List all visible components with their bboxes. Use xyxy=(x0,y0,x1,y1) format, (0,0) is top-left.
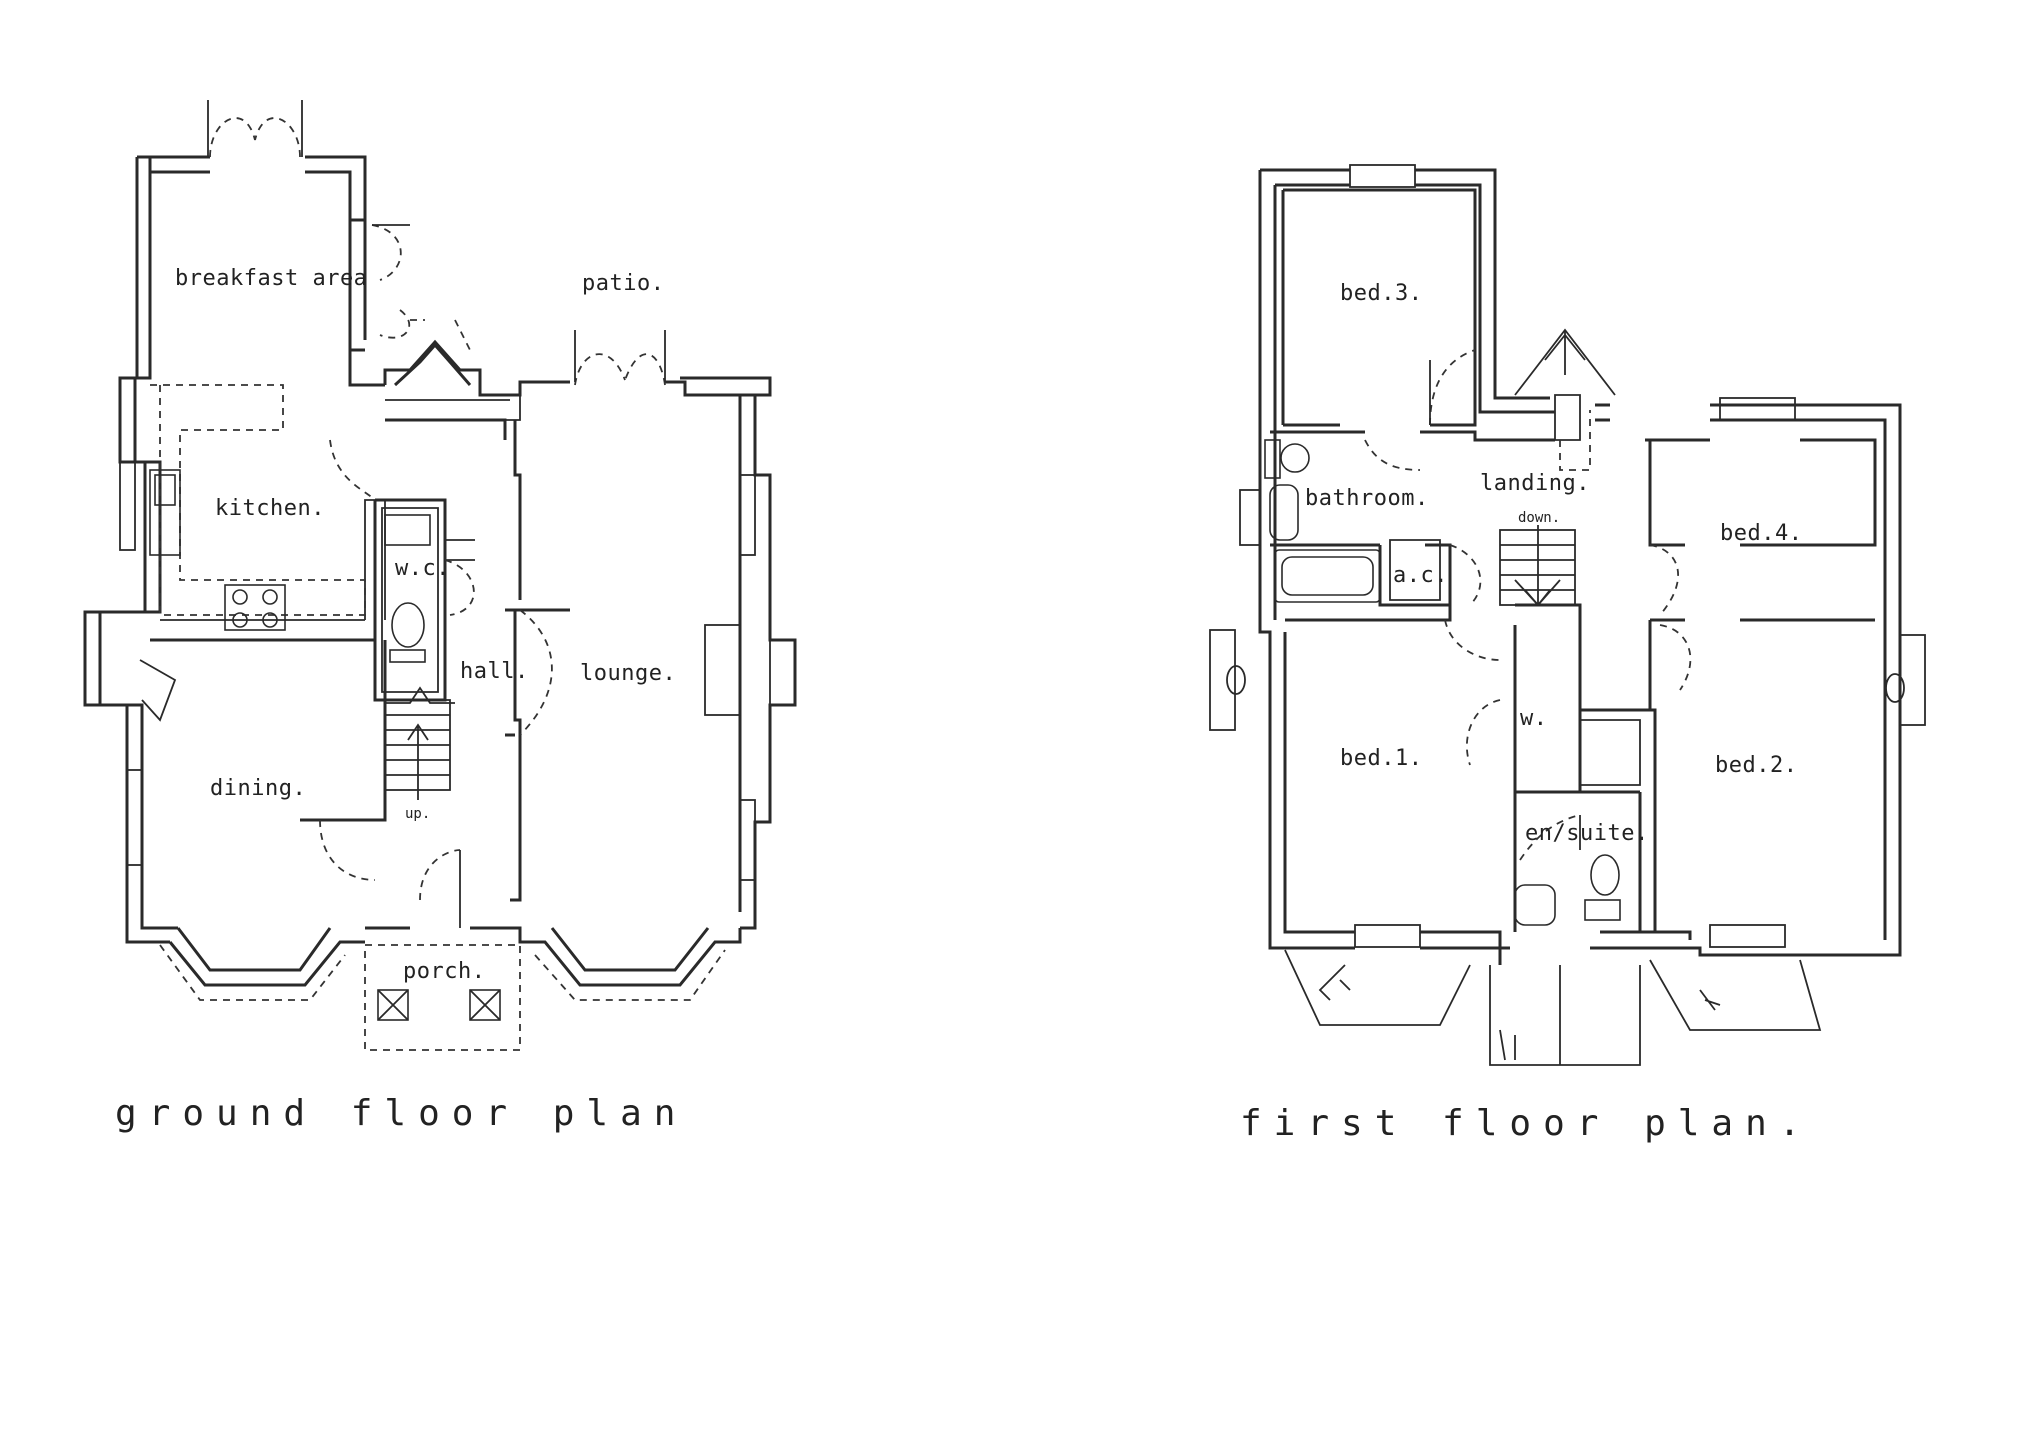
label-bed-1: bed.1. xyxy=(1340,746,1422,771)
ground-floor-bay-outlines xyxy=(159,944,726,1001)
label-breakfast-area: breakfast area xyxy=(175,266,367,291)
bathroom-fittings xyxy=(1264,439,1381,603)
label-bed-2: bed.2. xyxy=(1715,753,1797,778)
label-dining: dining. xyxy=(210,776,306,801)
label-lounge: lounge. xyxy=(580,661,676,686)
label-bed-4: bed.4. xyxy=(1720,521,1802,546)
ensuite-fittings xyxy=(1514,854,1621,926)
label-down: down. xyxy=(1518,510,1560,526)
label-hall: hall. xyxy=(460,659,529,684)
label-up: up. xyxy=(405,806,430,822)
first-floor-title: first floor plan. xyxy=(1240,1103,1812,1144)
label-kitchen: kitchen. xyxy=(215,496,325,521)
ground-floor-windows xyxy=(119,461,796,881)
label-wardrobe: w. xyxy=(1520,706,1548,731)
first-floor-windows xyxy=(1209,164,1926,948)
hob-icon xyxy=(224,584,286,631)
label-bed-3: bed.3. xyxy=(1340,281,1422,306)
kitchen-fittings xyxy=(139,384,366,722)
ground-floor-plan: breakfast area patio. kitchen. w.c. hall… xyxy=(83,100,797,1134)
first-floor-walls xyxy=(1258,168,1902,965)
label-wc: w.c. xyxy=(395,556,450,581)
first-floor-plan: bed.3. landing. bathroom. down. bed.4. a… xyxy=(1209,164,1926,1144)
label-bathroom: bathroom. xyxy=(1305,486,1429,511)
ground-floor-stairs xyxy=(384,686,455,800)
ground-floor-title: ground floor plan xyxy=(115,1093,687,1134)
label-landing: landing. xyxy=(1480,471,1590,496)
porch-piers xyxy=(364,944,521,1051)
first-floor-roof-outlines xyxy=(1284,949,1822,1066)
roof-vent-icon xyxy=(1514,328,1616,471)
first-floor-stairs xyxy=(1499,525,1576,607)
label-en-suite: en/suite. xyxy=(1525,821,1649,846)
label-airing-cupboard: a.c. xyxy=(1393,563,1448,588)
sink xyxy=(149,469,181,556)
label-patio: patio. xyxy=(582,271,664,296)
first-floor-doors xyxy=(1364,349,1692,861)
label-porch: porch. xyxy=(403,959,485,984)
wc-fittings xyxy=(384,514,431,663)
ground-floor-doors xyxy=(207,100,666,928)
